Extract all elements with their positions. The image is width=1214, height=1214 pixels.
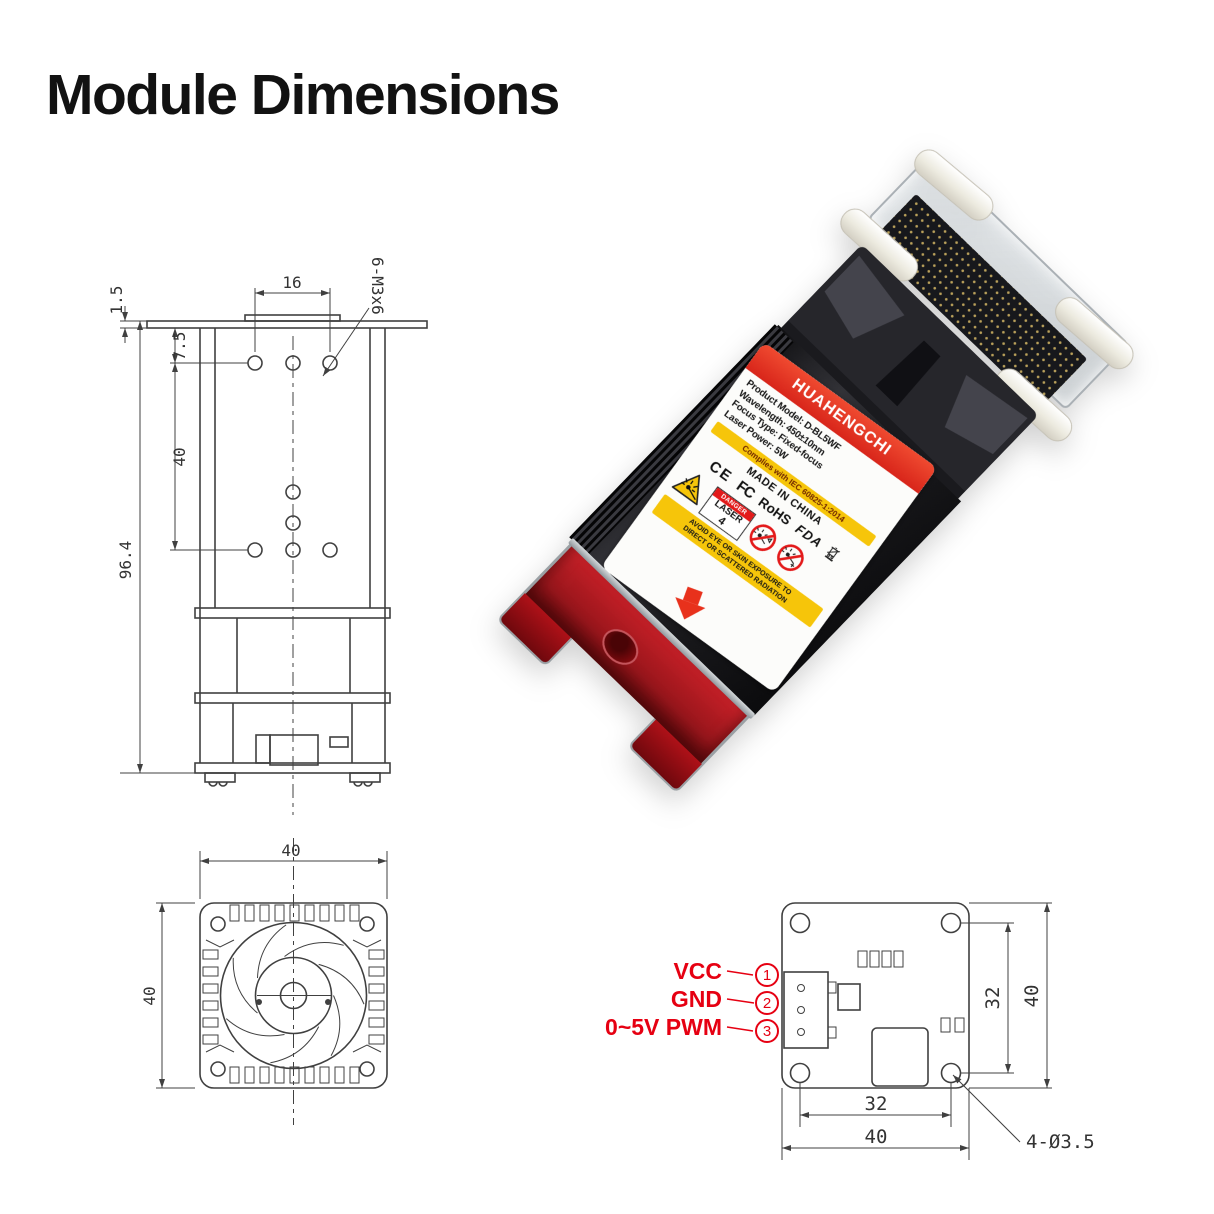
pcb-dim-height-label: 40 — [1021, 985, 1043, 1008]
pcb-dim-span-v-label: 32 — [982, 987, 1004, 1010]
pin-number-3: 3 — [763, 1023, 771, 1040]
pcb-dimensions: 32 40 32 40 4-Ø3.5 — [781, 902, 1095, 1160]
dim-hole-offset-label: 7.5 — [170, 332, 189, 361]
dim-top-span-label: 16 — [282, 273, 301, 292]
pcb-dim-span-h-label: 32 — [865, 1093, 888, 1115]
weee-bin-icon — [824, 546, 841, 562]
pin-number-1: 1 — [763, 967, 771, 984]
dim-holes-label: 6-M3x6 — [368, 257, 387, 315]
pcb-dim-holes-label: 4-Ø3.5 — [1026, 1131, 1095, 1153]
dim-total-height-label: 96.4 — [116, 541, 135, 580]
dim-hole-span-label: 40 — [170, 447, 189, 466]
fan-view-vents — [202, 904, 385, 1084]
pcb-components — [783, 950, 965, 1087]
pin-label-gnd: GND — [671, 986, 722, 1012]
product-label: HUAHENGCHI Product Model: D-BL5WF Wavele… — [600, 342, 938, 693]
pcb-outline — [781, 902, 970, 1089]
certification-marks: CE FC RoHS FDA — [682, 441, 865, 581]
pcb-view-drawing: 32 40 32 40 4-Ø3.5 VCC GND 0~5V PWM 1 2 … — [605, 902, 1095, 1160]
laser-warning-triangle-icon — [671, 474, 701, 506]
pin-label-vcc: VCC — [673, 958, 722, 984]
laser-output-arrow-icon — [669, 584, 710, 625]
pcb-dim-width-label: 40 — [865, 1126, 888, 1148]
pin-label-pwm: 0~5V PWM — [605, 1014, 722, 1040]
pcb-pin-annotations: VCC GND 0~5V PWM 1 2 3 — [605, 958, 779, 1043]
front-view-dimensions: 16 6-M3x6 1.5 7.5 40 96.4 — [110, 257, 387, 774]
fan-dim-width-label: 40 — [281, 841, 300, 860]
front-view-drawing: 16 6-M3x6 1.5 7.5 40 96.4 — [110, 257, 428, 815]
fan-view-dimensions: 40 40 — [140, 841, 388, 1089]
no-skin-exposure-icon — [777, 544, 804, 571]
fan-view-drawing: 40 40 — [140, 838, 388, 1125]
product-photo: HUAHENGCHI Product Model: D-BL5WF Wavele… — [496, 143, 1140, 794]
fan-notch — [876, 338, 943, 406]
dim-flange-label: 1.5 — [110, 286, 126, 315]
fan-dim-height-label: 40 — [140, 986, 159, 1005]
pin-number-2: 2 — [763, 995, 771, 1012]
danger-row: DANGER LASER 4 — [667, 464, 845, 606]
no-eye-exposure-icon — [749, 524, 777, 551]
page-title: Module Dimensions — [46, 63, 560, 127]
